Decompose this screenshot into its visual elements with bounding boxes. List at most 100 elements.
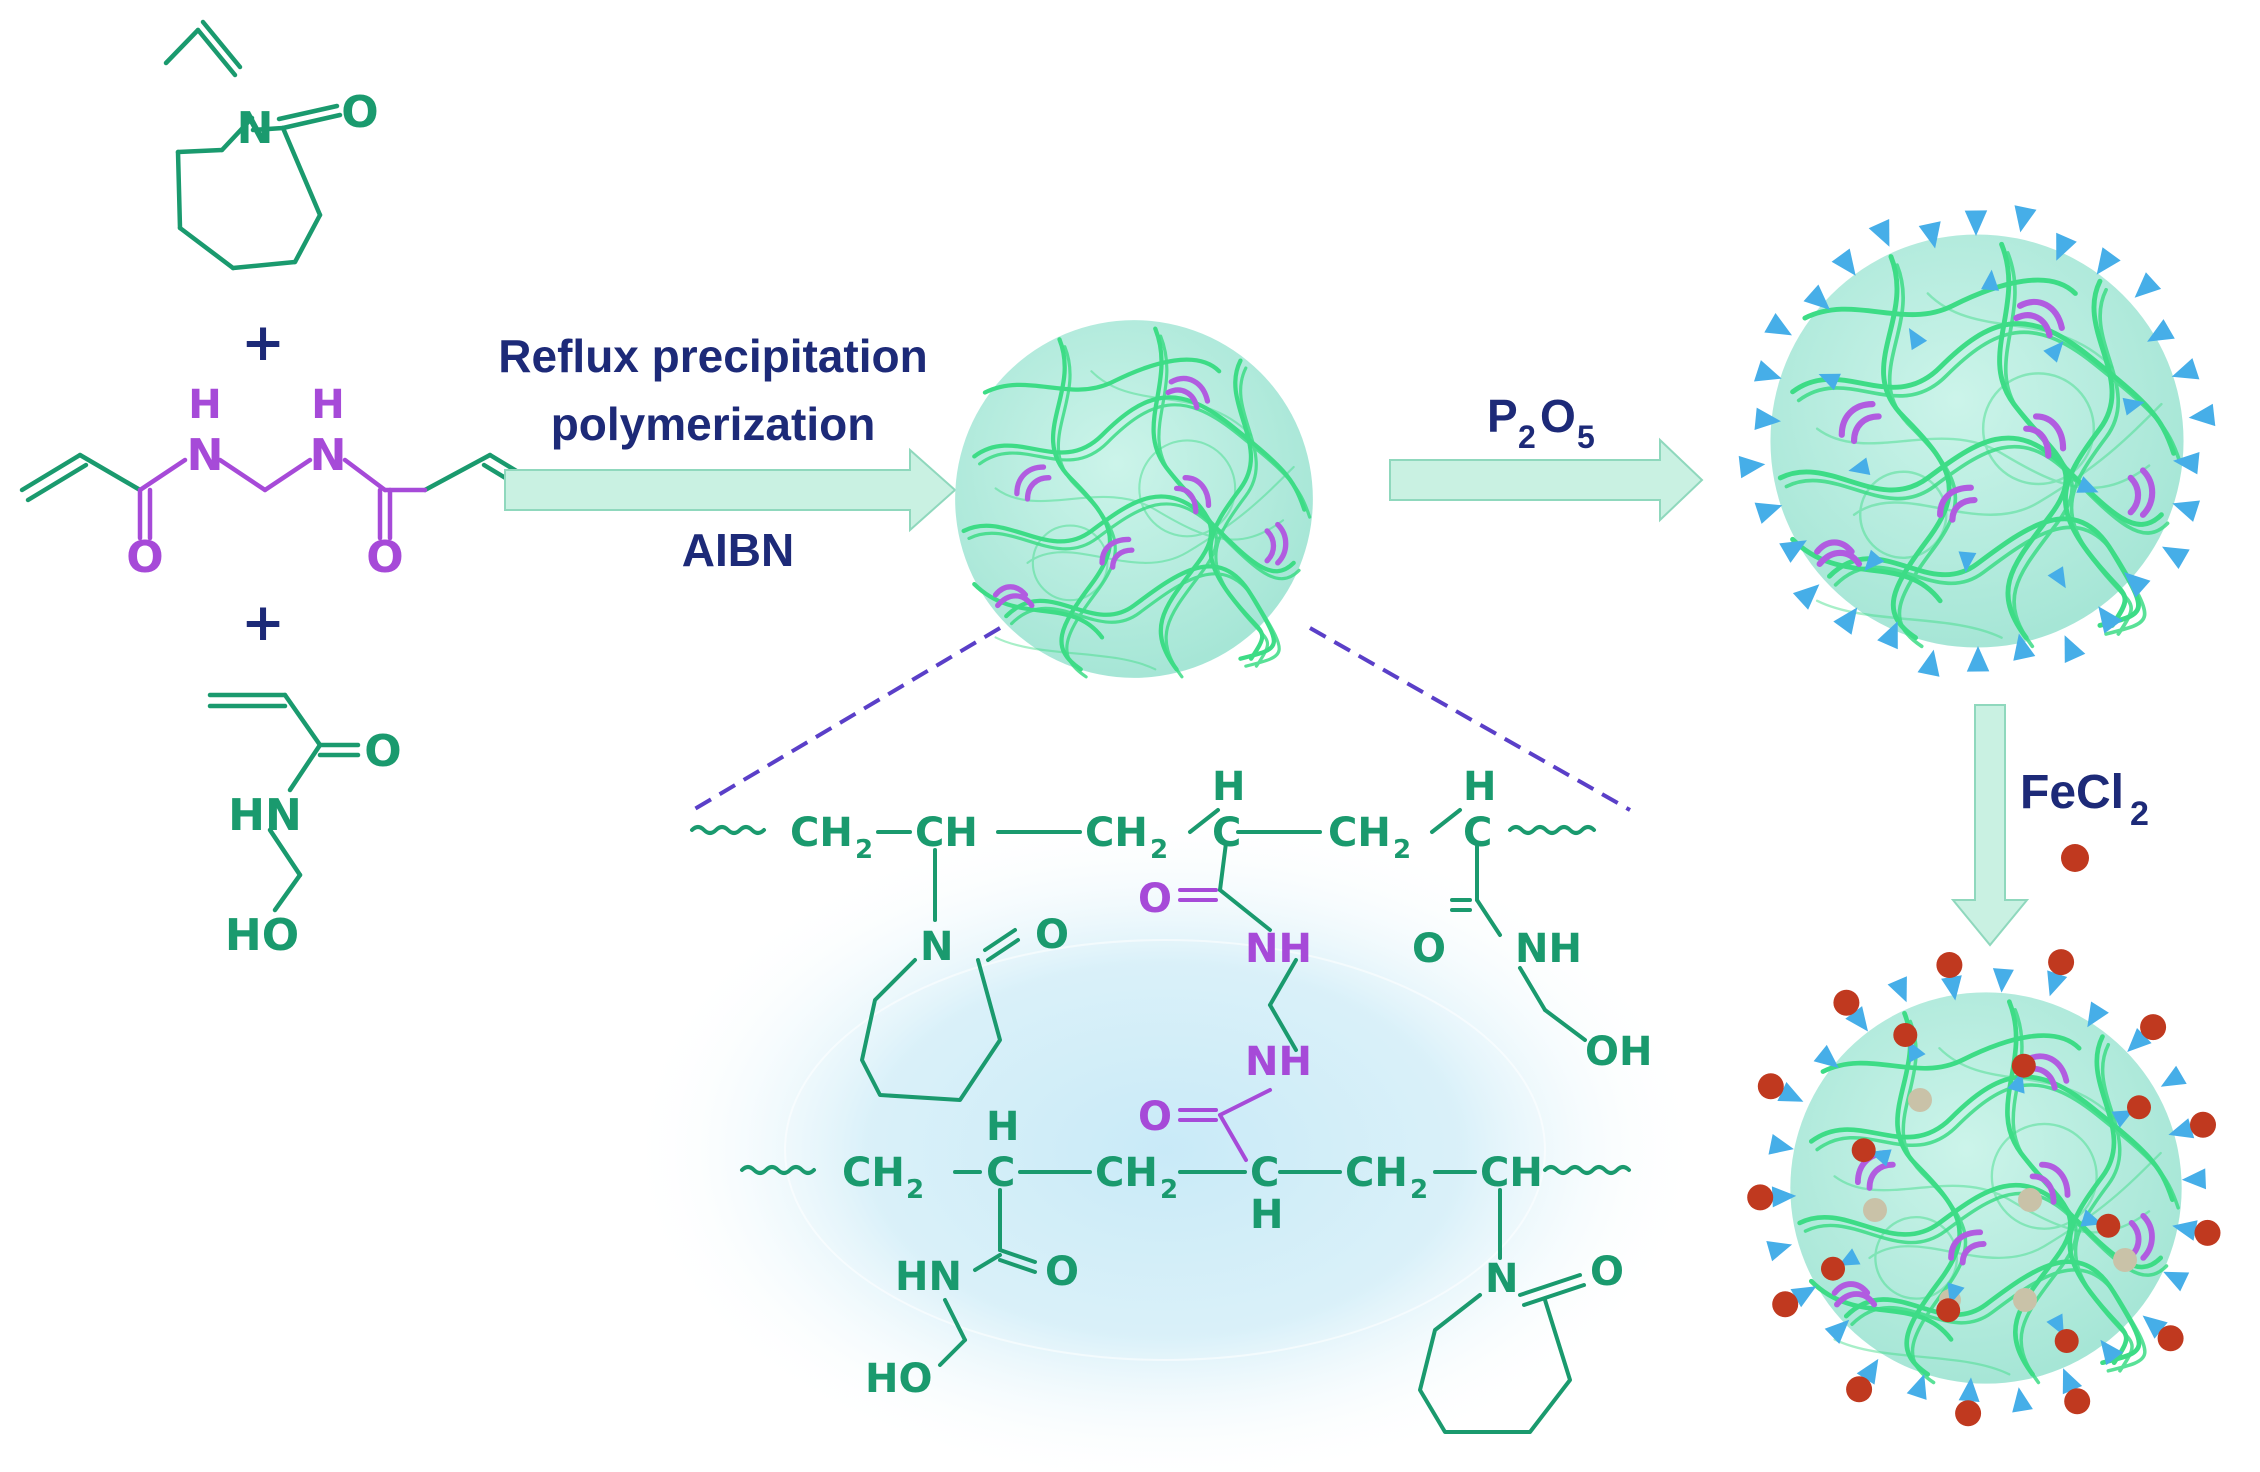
bisacrylamide-H1: H [188,382,221,428]
top-ch2-1-sub: 2 [855,835,873,865]
iron-ion [1893,1023,1918,1047]
bottom-amide-hn: HN [895,1254,962,1300]
phosphate-triangle [1813,1044,1839,1068]
methylolacrylamide-bonds [207,692,361,913]
phosphate-triangle [2098,606,2123,634]
methylolacrylamide-O: O [364,726,401,777]
iron-ion [1833,989,1860,1016]
phosphate-triangle [2064,635,2086,663]
microgel-sphere [955,320,1313,678]
vinylcaprolactam-bonds [163,19,343,271]
step2-P-sub: 2 [1518,419,1536,455]
top-h-2: H [1463,764,1496,810]
iron-ion [2140,1014,2167,1041]
bottom-ch2-1: CH [842,1150,905,1196]
iron-ion [1955,1400,1982,1427]
iron-ion [1772,1291,1799,1318]
plus-sign-1: + [241,313,285,373]
phosphate-triangle [2124,572,2151,598]
iron-ion [2157,1325,2184,1352]
top-chain-text: CH 2 CH CH 2 C H CH 2 C H N O O NH OH [790,764,1652,1075]
phosphate-triangle [1918,221,1941,249]
phosphate-triangle [1754,360,1782,382]
step1-arrow [504,447,957,533]
iron-ion [1936,952,1963,978]
bottom-h-1: H [986,1104,1019,1150]
iron-ion [2048,949,2075,976]
step2-P: P [1487,390,1518,442]
right-amide-nh: NH [1515,926,1582,972]
top-ch2-1: CH [790,810,853,856]
phosphate-triangle [1803,284,1830,310]
phosphate-triangle [1764,313,1792,336]
bisacrylamide-O1: O [126,532,163,583]
phosphate-triangle [2134,272,2162,298]
right-amide-o: O [1412,926,1446,972]
crosslink-nh-1: NH [1245,926,1312,972]
phosphate-groups [1738,205,2216,677]
plus-sign-2: + [241,593,285,653]
structure-bonds [690,808,1631,1434]
phosphate-triangle [1908,1040,1926,1063]
step3-FeCl: FeCl [2020,766,2124,819]
phosphate-triangle [2087,1001,2109,1028]
iron-ion-legend [2061,844,2089,872]
iron-ion [2194,1219,2221,1246]
bisacrylamide-O2: O [366,532,403,583]
phosphate-triangle [2188,403,2216,427]
bottom-ch2-2-sub: 2 [1160,1175,1178,1205]
top-ch2-2-sub: 2 [1150,835,1168,865]
phosphate-triangle [1845,1006,1868,1032]
phosphate-triangle [1958,1377,1980,1402]
bottom-caprolactam-o: O [1590,1249,1624,1295]
step2-O: O [1540,390,1576,442]
iron-ion [2064,1388,2091,1415]
top-c-2: C [1463,810,1492,856]
step2-label: P 2 O 5 [1487,390,1595,455]
crosslink-o-2: O [1138,1094,1172,1140]
step2-arrow [1389,437,1704,523]
phosphate-triangle [2096,247,2121,275]
phosphate-triangle [1868,219,1890,247]
bottom-ch2-3-sub: 2 [1410,1175,1428,1205]
phosphate-triangle [1981,269,1999,291]
iron-ion [2011,1053,2036,1078]
phosphate-triangle [2162,546,2190,569]
phosphate-triangle [2122,397,2145,416]
bottom-ch2-1-sub: 2 [906,1175,924,1205]
phosphate-triangle [2047,970,2068,997]
phosphate-triangle [1966,646,1990,672]
iron-ion [1936,1298,1961,1323]
iron-ion [1821,1256,1845,1281]
phosphate-triangle [2172,1220,2198,1241]
bottom-chain-text: CH 2 C H CH 2 C H CH 2 CH O HN HO N O [842,1104,1624,1402]
left-caprolactam-n: N [920,924,953,970]
step1-label-line1: Reflux precipitation [498,330,927,382]
top-ch2-3-sub: 2 [1393,835,1411,865]
step2-phosphorylation: P 2 O 5 [1389,390,1704,523]
step3-FeCl-sub: 2 [2130,795,2149,833]
step1-initiator: AIBN [682,524,794,576]
bottom-ch2-2: CH [1095,1150,1158,1196]
phosphate-triangle [2127,1028,2152,1052]
step3-label: FeCl 2 [2020,766,2149,833]
phosphate-triangle [2047,566,2066,589]
phosphate-triangle [2142,1315,2168,1339]
bottom-ch2-3: CH [1345,1150,1408,1196]
right-amide-oh: OH [1585,1029,1652,1075]
bottom-h-2: H [1250,1192,1283,1238]
phosphate-triangle [1941,975,1962,1001]
monomer-methylenebisacrylamide: N H N H O O [19,382,551,583]
phosphate-triangle [1738,455,1766,479]
phosphate-triangle [1838,1248,1861,1266]
step1-polymerization: Reflux precipitation polymerization AIBN [498,330,957,576]
step3-iron-loading: FeCl 2 [1950,704,2149,947]
phosphorylated-sphere [1738,205,2216,677]
phosphate-triangle [1768,1134,1794,1155]
phosphate-triangle [1790,1286,1817,1308]
phosphate-triangle [1833,607,1858,635]
phosphate-triangle [1754,502,1783,524]
phosphate-triangle [2062,1368,2083,1395]
phosphate-triangle [1906,1374,1927,1400]
iron-loaded-sphere [1747,949,2221,1427]
